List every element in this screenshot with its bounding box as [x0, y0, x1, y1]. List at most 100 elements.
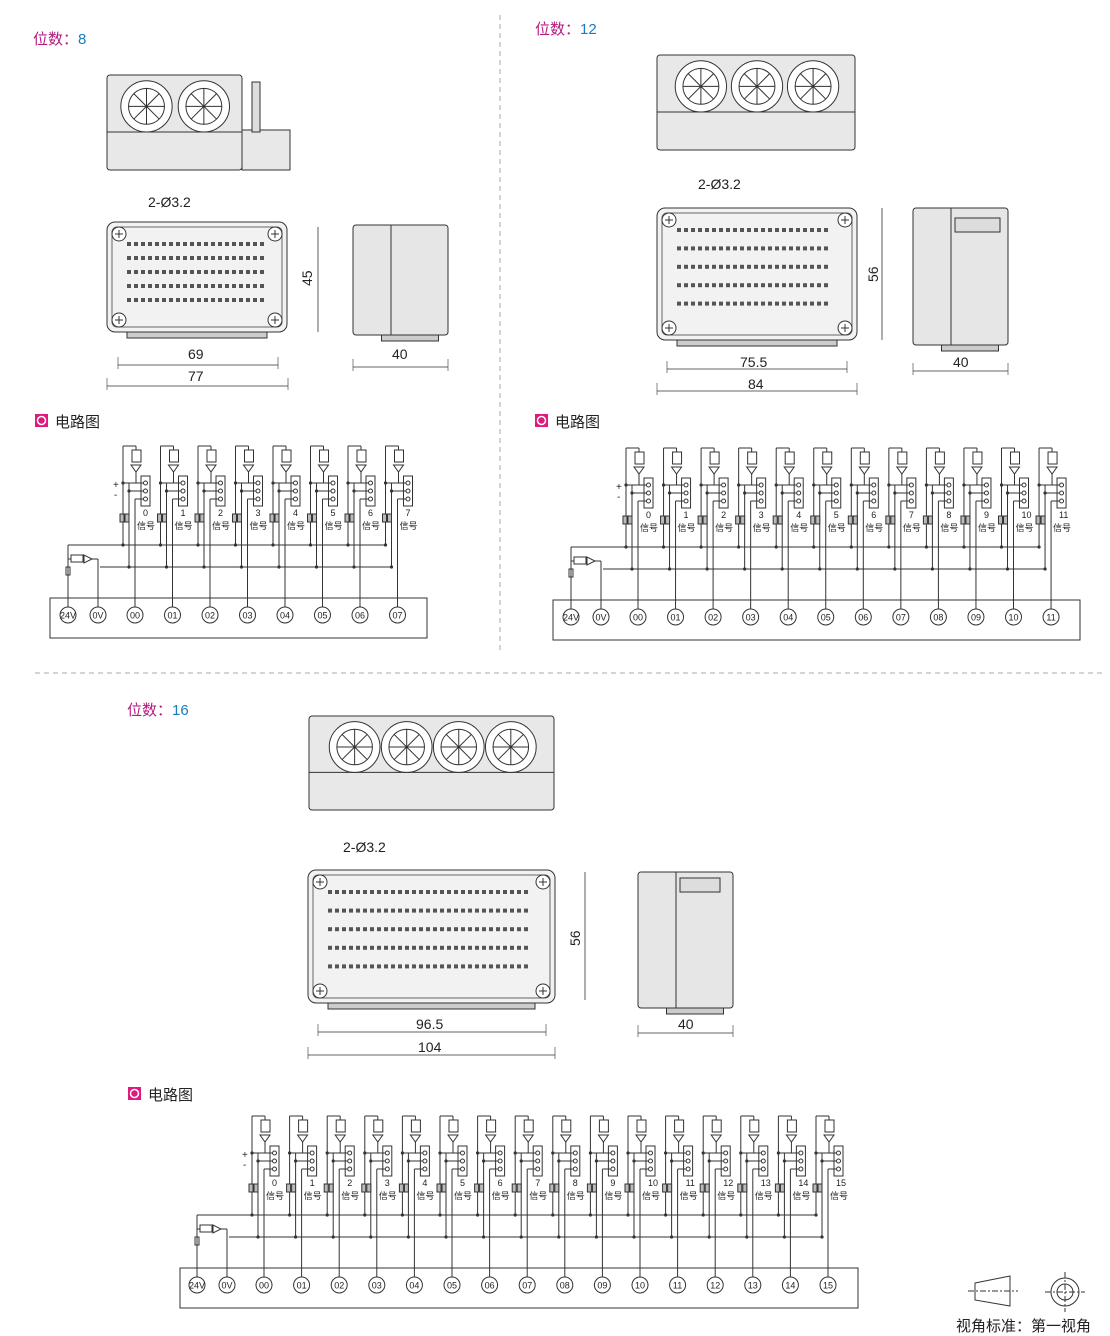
- power-indicator: [194, 1215, 228, 1277]
- circuit-channel: 8信号: [549, 1115, 585, 1277]
- signal-label: 信号: [753, 522, 771, 533]
- depth-dim: 40: [392, 346, 408, 362]
- terminal-24V: [188, 1276, 206, 1294]
- led-icon: [522, 1134, 535, 1143]
- led-icon: [823, 1134, 835, 1143]
- top-view: [106, 74, 243, 171]
- signal-label: 信号: [640, 522, 658, 533]
- terminal-label: 09: [597, 1281, 607, 1291]
- signal-label: 信号: [830, 1190, 848, 1201]
- signal-label: 信号: [492, 1190, 510, 1201]
- depth-dim: 40: [678, 1016, 694, 1032]
- led-icon: [635, 1134, 647, 1143]
- terminal-10: [1005, 608, 1022, 626]
- terminal-label: 15: [823, 1281, 833, 1291]
- depth-dim: 40: [953, 354, 969, 370]
- terminal-03: [239, 606, 256, 624]
- signal-label: 信号: [680, 1190, 698, 1201]
- view-standard-label: 视角标准：第一视角: [956, 1317, 1091, 1335]
- terminal-24V: [562, 608, 580, 626]
- terminal-label: 0V: [221, 1281, 232, 1291]
- terminal-05: [817, 608, 835, 626]
- signal-label: 信号: [287, 520, 305, 531]
- channel-number: 8: [946, 510, 951, 520]
- led-icon: [296, 1134, 309, 1143]
- signal-label: 信号: [416, 1190, 434, 1201]
- circuit-channel: 4信号: [398, 1115, 434, 1277]
- signal-label: 信号: [642, 1190, 660, 1201]
- terminal-label: 02: [708, 613, 718, 623]
- terminal-label: 01: [671, 613, 681, 623]
- circuit-channel: 3信号: [361, 1115, 397, 1277]
- circle-icon: [536, 415, 547, 426]
- plus-sign: +: [242, 1150, 248, 1161]
- channel-number: 5: [834, 510, 839, 520]
- circuit-diagram: 0信号+-1信号2信号3信号4信号5信号6信号7信号8信号9信号10信号11信号…: [552, 447, 1081, 641]
- channel-number: 6: [871, 510, 876, 520]
- terminal-label: 0V: [92, 611, 103, 621]
- side-view: [912, 207, 1009, 352]
- signal-label: 信号: [940, 522, 958, 533]
- circuit-channel: 1信号: [157, 445, 193, 607]
- channel-number: 2: [347, 1178, 352, 1188]
- circuit-diagram: 0信号+-1信号2信号3信号4信号5信号6信号7信号8信号9信号10信号11信号…: [179, 1115, 859, 1309]
- channel-number: 11: [1059, 510, 1068, 520]
- minus-sign: -: [243, 1160, 246, 1171]
- terminal-label: 24V: [189, 1281, 205, 1291]
- channel-number: 7: [406, 508, 411, 518]
- circuit-channel: 7信号: [885, 447, 921, 609]
- terminal-label: 10: [635, 1281, 645, 1291]
- section-12-title: 位数：12: [535, 21, 597, 38]
- terminal-label: 06: [858, 613, 868, 623]
- led-icon: [710, 1134, 723, 1143]
- inner-width-dim: 75.5: [740, 354, 767, 370]
- led-icon: [212, 1224, 223, 1234]
- circuit-channel: 0信号+-: [616, 447, 658, 609]
- signal-label: 信号: [400, 520, 418, 531]
- channel-number: 0: [272, 1178, 277, 1188]
- circuit-channel: 7信号: [511, 1115, 547, 1277]
- side-view: [352, 224, 449, 342]
- circuit-channel: 3信号: [232, 445, 268, 607]
- led-icon: [1046, 466, 1059, 475]
- channel-number: 9: [984, 510, 989, 520]
- terminal-08: [929, 608, 947, 626]
- circuit-channel: 4信号: [772, 447, 808, 609]
- circuit-channel: 9信号: [586, 1115, 622, 1277]
- terminal-00: [126, 606, 144, 624]
- circuit-channel: 7 信号: [382, 445, 418, 607]
- terminal-24V: [59, 606, 77, 624]
- channel-number: 0: [143, 508, 148, 518]
- circuit-channel: 2信号: [323, 1115, 359, 1277]
- channel-number: 12: [723, 1178, 733, 1188]
- terminal-label: 10: [1008, 613, 1018, 623]
- terminal-02: [704, 608, 722, 626]
- led-icon: [167, 464, 180, 473]
- signal-label: 信号: [865, 522, 883, 533]
- led-icon: [334, 1134, 347, 1143]
- circuit-channel: 0信号+-: [242, 1115, 284, 1277]
- signal-label: 信号: [567, 1190, 585, 1201]
- circuit-channel: 4信号: [269, 445, 305, 607]
- led-icon: [83, 554, 94, 564]
- signal-label: 信号: [903, 522, 921, 533]
- terminal-label: 08: [560, 1281, 570, 1291]
- terminal-label: 06: [355, 611, 365, 621]
- terminal-06: [481, 1276, 499, 1294]
- signal-label: 信号: [717, 1190, 735, 1201]
- channel-number: 1: [310, 1178, 315, 1188]
- terminal-08: [556, 1276, 574, 1294]
- terminal-07: [518, 1276, 536, 1294]
- top-view: [656, 54, 856, 151]
- terminal-label: 01: [297, 1281, 307, 1291]
- height-dim: 56: [567, 930, 583, 946]
- channel-number: 5: [460, 1178, 465, 1188]
- led-icon: [783, 466, 796, 475]
- terminal-label: 00: [259, 1281, 269, 1291]
- front-view: [307, 869, 556, 1010]
